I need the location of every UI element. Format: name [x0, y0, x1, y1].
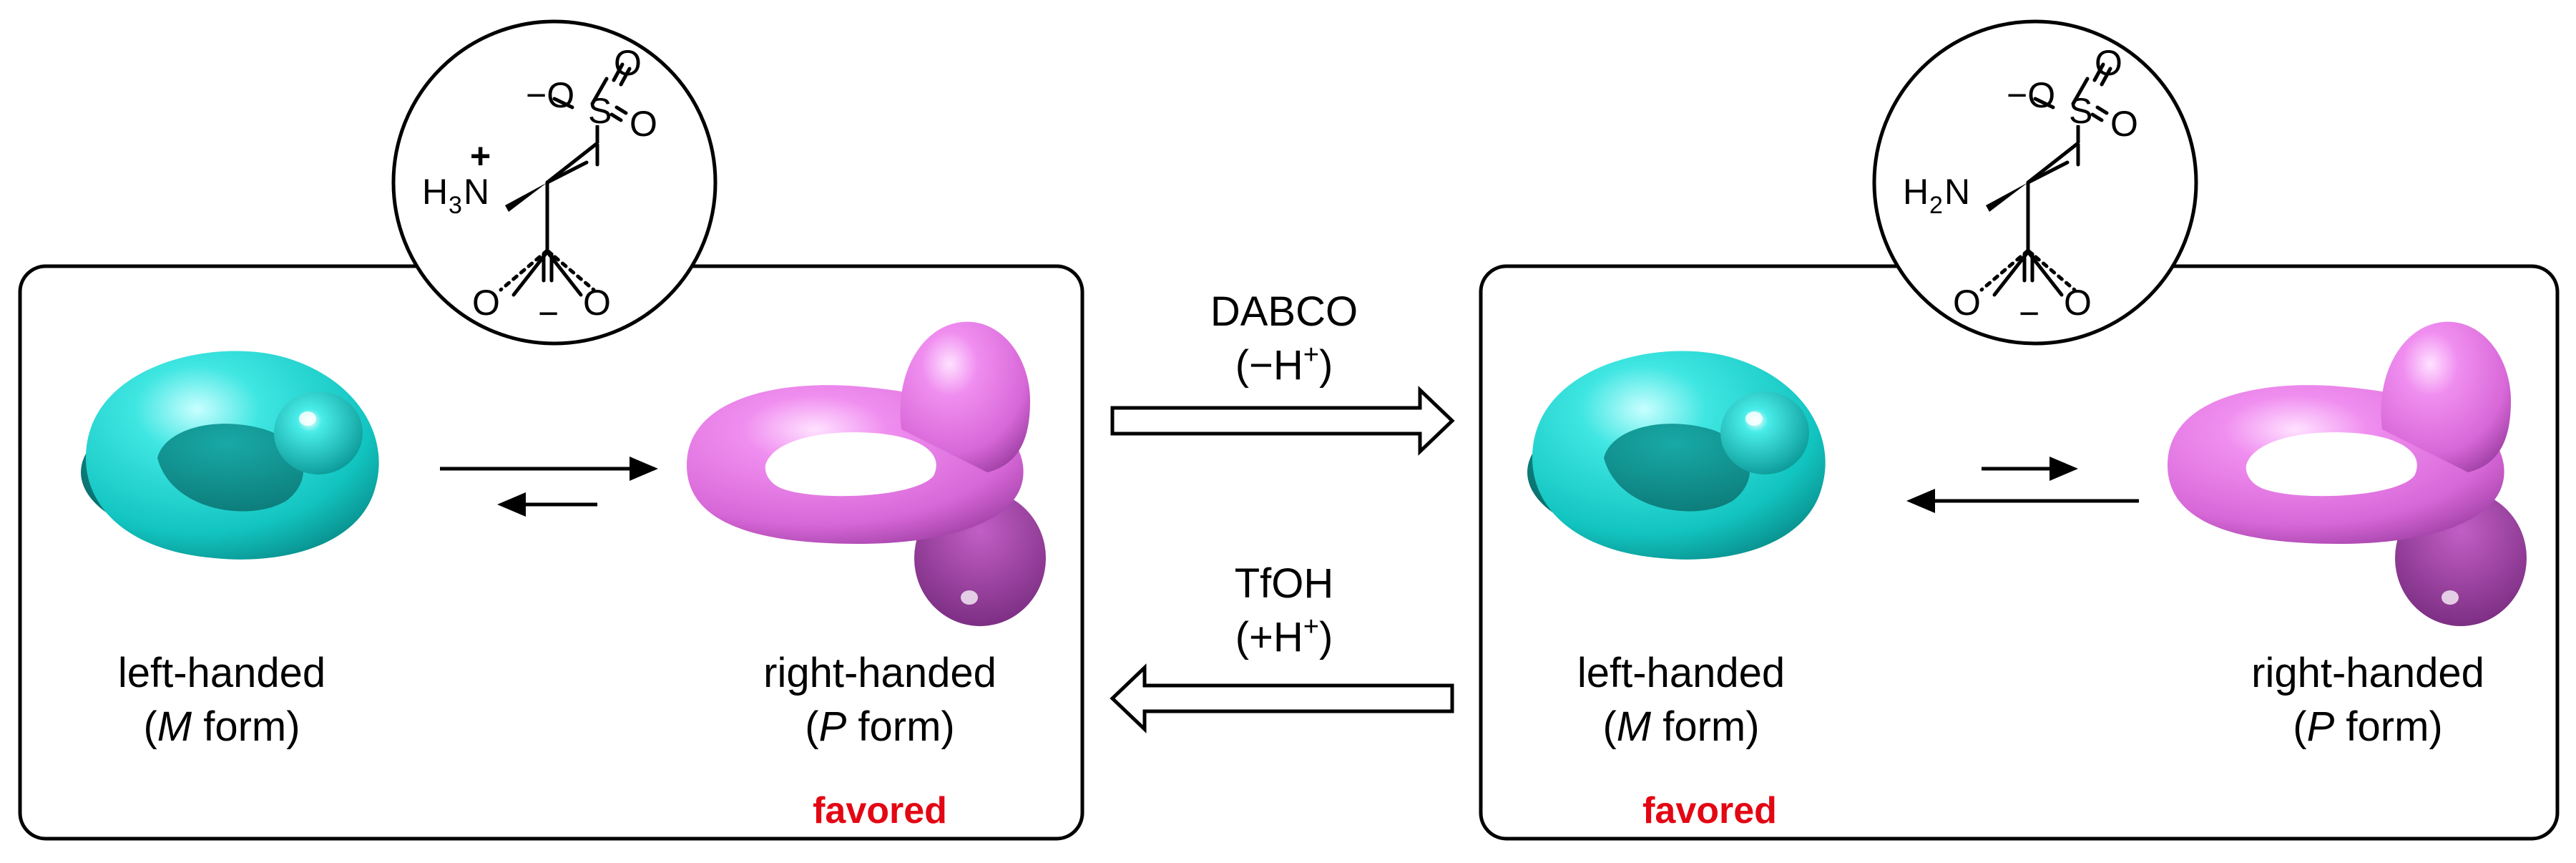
right-panel: −O S O O H 2 N O O − — [1479, 19, 2560, 841]
right-molecule: −O S O O H 2 N O O − — [1872, 19, 2198, 346]
left-mol-oxygen-top: O — [614, 43, 642, 83]
left-mol-h3-sub: 3 — [449, 192, 462, 219]
right-equilibrium-arrows — [1906, 457, 2139, 513]
forward-reaction: DABCO (−H+) — [1110, 288, 1455, 456]
left-p-label-line2: (P form) — [805, 703, 954, 750]
left-mol-carboxylate-minus: − — [538, 293, 559, 333]
left-mol-oxygen-cr: O — [583, 283, 611, 323]
reverse-open-arrow — [1110, 663, 1454, 733]
forward-reagent-name: DABCO — [1210, 288, 1358, 335]
right-mol-carboxylate-minus: − — [2019, 293, 2039, 333]
right-m-helix — [1527, 351, 1826, 560]
left-mol-n: N — [464, 172, 489, 212]
forward-reagent-condition: (−H+) — [1235, 340, 1333, 389]
left-p-label-line1: right-handed — [763, 650, 996, 696]
left-p-helix — [687, 321, 1046, 626]
right-mol-oxygen-cr: O — [2064, 283, 2092, 323]
left-molecule-circle — [391, 19, 718, 346]
left-m-label-line1: left-handed — [118, 650, 325, 696]
left-mol-plus: + — [470, 136, 491, 176]
left-m-label-line2: (M form) — [143, 703, 300, 750]
right-p-helix — [2168, 321, 2527, 626]
right-mol-oxygen-cl: O — [1953, 283, 1981, 323]
right-molecule-circle — [1872, 19, 2198, 346]
left-mol-h3: H — [422, 172, 448, 212]
left-mol-o-minus: −O — [526, 75, 574, 115]
right-favored-label: favored — [1642, 790, 1777, 832]
right-mol-oxygen-top: O — [2095, 43, 2122, 83]
left-mol-sulfur: S — [588, 91, 612, 131]
left-favored-label: favored — [813, 790, 947, 832]
right-mol-h2: H — [1903, 172, 1929, 212]
right-p-label-line2: (P form) — [2293, 703, 2442, 750]
right-mol-h2-sub: 2 — [1929, 192, 1943, 219]
reverse-reagent-name: TfOH — [1235, 560, 1334, 607]
right-p-label-line1: right-handed — [2251, 650, 2484, 696]
left-m-helix — [81, 351, 379, 560]
right-mol-oxygen-right: O — [2110, 104, 2138, 144]
left-panel: −O S O O H 3 N + O O − — [18, 19, 1084, 841]
left-equilibrium-arrows — [440, 457, 658, 517]
left-mol-oxygen-right: O — [630, 104, 657, 144]
right-mol-n: N — [1944, 172, 1970, 212]
right-mol-sulfur: S — [2069, 91, 2092, 131]
right-m-label-line2: (M form) — [1602, 703, 1759, 750]
reverse-reagent-condition: (+H+) — [1235, 612, 1333, 660]
forward-open-arrow — [1110, 386, 1455, 456]
right-mol-o-minus: −O — [2007, 75, 2055, 115]
left-mol-oxygen-cl: O — [472, 283, 500, 323]
right-m-label-line1: left-handed — [1577, 650, 1785, 696]
reverse-reaction: TfOH (+H+) — [1110, 560, 1454, 733]
left-molecule: −O S O O H 3 N + O O − — [391, 19, 718, 346]
